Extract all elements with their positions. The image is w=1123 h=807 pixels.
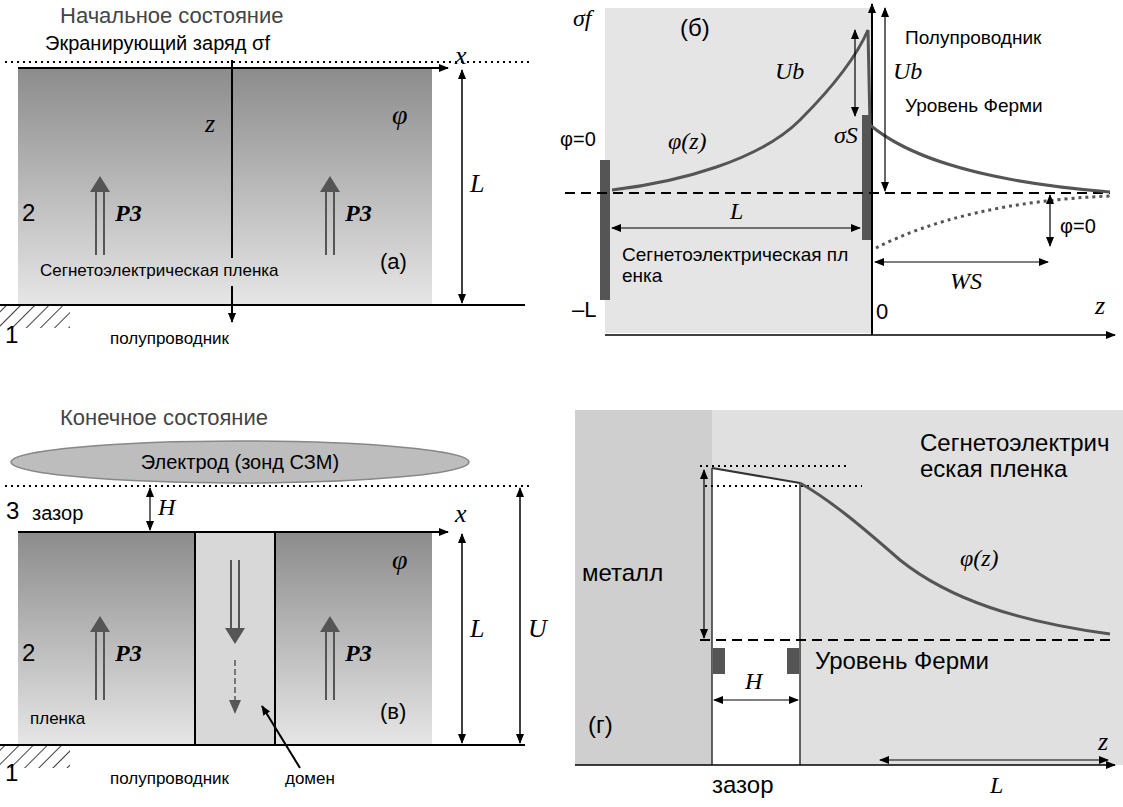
text-label: 1	[5, 322, 18, 348]
text-label: Сегнетоэлектрическая пленка	[40, 262, 279, 281]
text-label: 2	[22, 640, 35, 666]
text-label: Сегнетоэлектрическая пленка	[622, 245, 857, 287]
text-label: 3	[6, 498, 19, 524]
text-label: металл	[582, 560, 663, 586]
symbol-label: P3	[115, 200, 142, 226]
symbol-label: x	[455, 500, 467, 529]
text-label: φ=0	[1060, 215, 1096, 237]
text-label: (г)	[588, 712, 613, 738]
symbol-label: L	[990, 772, 1003, 798]
text-label: 1	[5, 760, 18, 786]
electrode-ellipse: Электрод (зонд СЗМ)	[10, 440, 470, 484]
symbol-label: L	[470, 170, 484, 199]
symbol-label: φ(z)	[668, 128, 707, 154]
symbol-label: z	[1095, 292, 1105, 321]
text-label: –L	[572, 298, 596, 322]
symbol-label: U	[528, 615, 547, 644]
symbol-label: z	[205, 110, 215, 139]
text-label: 0	[876, 300, 888, 324]
symbol-label: P3	[345, 200, 372, 226]
symbol-label: H	[158, 494, 175, 520]
text-label: пленка	[30, 710, 85, 729]
symbol-label: Ub	[775, 58, 804, 84]
text-label: полупроводник	[110, 770, 229, 789]
text-label: 2	[22, 200, 35, 226]
symbol-label: L	[730, 198, 743, 224]
symbol-label: P3	[345, 640, 372, 666]
text-label: домен	[285, 770, 335, 789]
symbol-label: x	[455, 42, 467, 71]
text-label: (в)	[380, 700, 406, 724]
symbol-label: σf	[573, 5, 592, 31]
text-label: Сегнетоэлектрическая пленка	[920, 430, 1115, 483]
text-label: зазор	[712, 772, 774, 798]
symbol-label: Ub	[893, 58, 922, 84]
text-label: полупроводник	[110, 330, 229, 349]
symbol-label: z	[1098, 728, 1108, 757]
text-label: (а)	[380, 250, 407, 274]
text-label: Уровень Ферми	[905, 96, 1043, 117]
text-label: Уровень Ферми	[815, 648, 989, 674]
text-label: Конечное состояние	[60, 406, 268, 430]
symbol-label: WS	[950, 268, 982, 294]
symbol-label: σS	[834, 122, 858, 148]
symbol-label: φ(z)	[960, 545, 999, 571]
symbol-label: φ	[392, 545, 408, 576]
text-label: зазор	[32, 502, 83, 524]
symbol-label: H	[745, 668, 762, 694]
text-label: (б)	[680, 15, 710, 41]
text-label: Полупроводник	[905, 28, 1041, 49]
symbol-label: φ	[392, 100, 408, 131]
electrode-label: Электрод (зонд СЗМ)	[141, 451, 339, 474]
symbol-label: P3	[115, 640, 142, 666]
symbol-label: L	[470, 615, 484, 644]
text-label: Экранирующий заряд σf	[45, 32, 270, 54]
text-label: Начальное состояние	[60, 4, 284, 28]
text-label: φ=0	[560, 128, 596, 150]
